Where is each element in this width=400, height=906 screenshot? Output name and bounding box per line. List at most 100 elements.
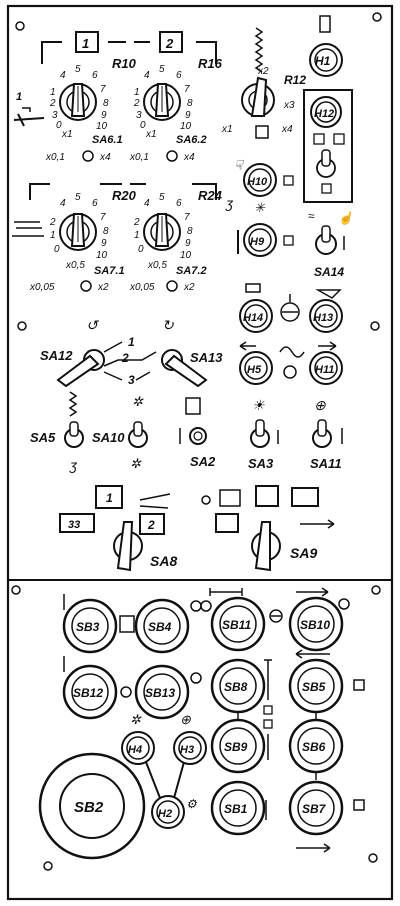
h14-label: H14 [243,312,263,324]
button-sb3[interactable]: SB3 [62,598,118,654]
scale-tick: 6 [176,198,182,209]
r20-label: R20 [112,188,137,203]
indicator-h11[interactable]: H11 [309,351,343,385]
x4-label: x4 [183,152,195,163]
toggle-sa10[interactable] [128,421,148,448]
flag-label: 1 [82,36,89,51]
h12-label: H12 [314,108,334,120]
small-circle-icon [338,598,350,610]
button-sb1[interactable]: SB1 [210,780,266,836]
x1-label: x1 [145,129,157,140]
x01-label: x0,1 [45,152,65,163]
button-sb9[interactable]: SB9 [210,718,266,774]
button-sa2[interactable] [189,427,207,445]
button-sb5[interactable]: SB5 [288,658,344,714]
arrow-span-icon [209,588,243,596]
toggle-sa5[interactable] [64,421,84,448]
screw-icon [43,861,53,871]
button-sb11[interactable]: SB11 [210,596,266,652]
indicator-h12[interactable]: H12 [310,96,342,128]
scale-tick: 10 [180,250,192,261]
x1-label: x1 [61,129,73,140]
toggle-sa11[interactable] [312,419,332,448]
indicator-h10[interactable]: H10 [243,163,277,197]
flag-label: 1 [106,491,113,505]
small-box-label: 33 [68,519,80,531]
indicator-h13[interactable]: H13 [309,299,343,333]
small-knob-icon [283,365,297,379]
sb7-label: SB7 [302,802,327,816]
arrow-right-icon [318,341,337,351]
selector-sa12[interactable] [56,349,105,388]
sa13-label: SA13 [190,350,223,365]
button-sb2[interactable]: SB2 [38,752,146,860]
signal-icon [139,493,171,509]
h5-label: H5 [247,364,262,376]
indicator-h4[interactable]: H4 [121,731,155,765]
sa9-label: SA9 [290,545,317,561]
indicator-h2[interactable]: H2 [151,795,185,829]
selector-sa13[interactable] [161,349,208,388]
indicator-h3[interactable]: H3 [173,731,207,765]
spring-icon [254,27,264,73]
button-sb7[interactable]: SB7 [288,780,344,836]
indicator-h5[interactable]: H5 [239,351,273,385]
spring-icon [68,391,78,417]
button-sb8[interactable]: SB8 [210,658,266,714]
indicator-h9[interactable]: H9 [243,223,277,257]
square-icon [353,799,365,811]
button-sb6[interactable]: SB6 [288,718,344,774]
indicator-h1[interactable]: H1 [309,43,343,77]
screw-icon [370,321,380,331]
x2-label: x2 [183,282,195,293]
selector-sa9[interactable] [251,521,281,572]
cup-icon [315,289,342,299]
potentiometer-r24[interactable] [143,213,181,251]
button-sb12[interactable]: SB12 [62,664,118,720]
selector-sa8[interactable] [113,521,143,572]
sb6-label: SB6 [302,740,326,754]
h3-label: H3 [180,744,194,756]
sa6-1-label: SA6.1 [92,134,123,146]
screw-icon [15,21,25,31]
potentiometer-r20[interactable] [59,213,97,251]
sa5-label: SA5 [30,430,56,445]
sa14-label: SA14 [314,265,344,279]
scale-tick: 9 [185,110,191,121]
mini-switch-icon[interactable] [82,150,94,162]
potentiometer-r16[interactable] [143,83,181,121]
sb3-label: SB3 [76,620,100,634]
potentiometer-r10[interactable] [59,83,97,121]
sa9-symbols [201,485,335,533]
symbol-icon: ⚙ [186,797,197,811]
mini-switch-icon[interactable] [166,280,178,292]
x01-label: x0,1 [129,152,149,163]
toggle-switch[interactable] [316,149,336,178]
flag-icon [95,485,123,509]
side-markers-icon [263,705,273,760]
sb10-label: SB10 [300,618,330,632]
scale-tick: 7 [100,212,106,223]
flag-icon: 2 [159,31,183,53]
fan-icon: ✲ [130,456,142,471]
scale-tick: 10 [96,250,108,261]
scale-tick: 2 [49,217,56,228]
scale-tick: 8 [187,98,193,109]
fan-icon: ✲ [132,394,144,409]
screws [11,12,382,871]
button-sb10[interactable]: SB10 [288,596,344,652]
toggle-sa14[interactable] [315,225,337,255]
flag-label: 2 [165,36,174,51]
button-sb13[interactable]: SB13 [134,664,190,720]
indicator-h14[interactable]: H14 [239,299,273,333]
toggle-sa3[interactable] [250,419,270,448]
scale-tick: 6 [92,70,98,81]
selector-lines [103,341,157,381]
small-circle-icon [190,672,202,684]
button-sb4[interactable]: SB4 [134,598,190,654]
mini-switch-icon[interactable] [166,150,178,162]
potentiometer-r12[interactable] [241,76,275,117]
scale-tick: 2 [49,98,56,109]
mini-switch-icon[interactable] [80,280,92,292]
